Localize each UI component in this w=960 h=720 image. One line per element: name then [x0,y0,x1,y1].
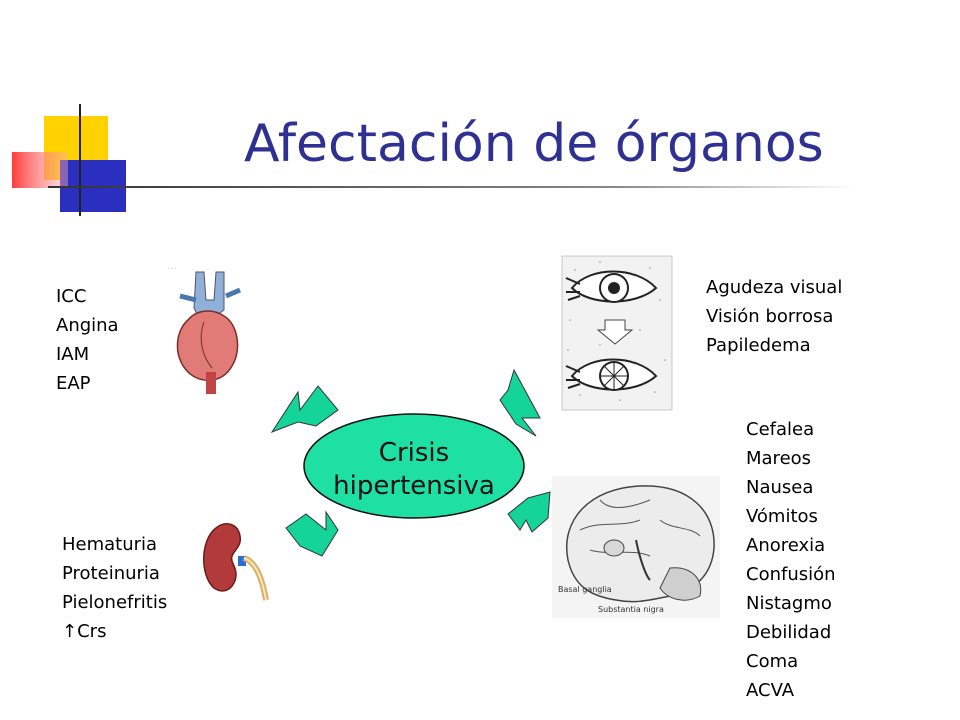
list-item: Pielonefritis [62,592,168,613]
list-item: Hematuria [62,534,158,555]
arrow-up-right [499,368,541,437]
kidney-effects-list: Hematuria Proteinuria Pielonefritis ↑Crs [62,530,167,646]
arrow-down-left [285,510,339,557]
list-item: Anorexia [746,535,826,556]
list-item: ACVA [746,680,795,701]
list-item: Angina [56,315,119,336]
svg-text:· · ·: · · · [168,266,176,272]
center-label-line1: Crisis [378,438,450,468]
list-item: EAP [56,373,91,394]
list-item: Debilidad [746,622,832,643]
center-label-line2: hipertensiva [333,471,495,501]
corner-decoration [12,104,858,216]
brain-effects-list: Cefalea Mareos Nausea Vómitos Anorexia C… [746,415,836,705]
list-item: Mareos [746,448,812,469]
heart-effects-list: ICC Angina IAM EAP [56,282,119,398]
list-item: ↑Crs [62,617,167,646]
list-item: Papiledema [706,335,811,356]
arrow-up-left [270,385,339,434]
eye-illustration [561,255,673,411]
center-label: Crisis hipertensiva [302,418,526,522]
center-ellipse [303,413,525,519]
list-item: Nausea [746,477,814,498]
slide-title: Afectación de órganos [244,114,824,174]
list-item: ICC [56,286,87,307]
list-item: Coma [746,651,799,672]
creatinine-label: Crs [77,621,107,642]
arrow-down-right [507,491,551,533]
list-item: Cefalea [746,419,815,440]
up-arrow-icon: ↑ [62,621,78,642]
list-item: Nistagmo [746,593,832,614]
kidney-illustration [203,523,269,601]
eye-effects-list: Agudeza visual Visión borrosa Papiledema [706,273,842,360]
list-item: Confusión [746,564,836,585]
list-item: Proteinuria [62,563,160,584]
heart-illustration: · · · [162,262,242,394]
basal-ganglia-label: Basal ganglia [558,585,612,594]
brain-illustration: Basal ganglia Substantia nigra [552,476,720,618]
list-item: Visión borrosa [706,306,834,327]
list-item: IAM [56,344,90,365]
list-item: Agudeza visual [706,277,843,298]
list-item: Vómitos [746,506,818,527]
substantia-nigra-label: Substantia nigra [598,605,664,614]
